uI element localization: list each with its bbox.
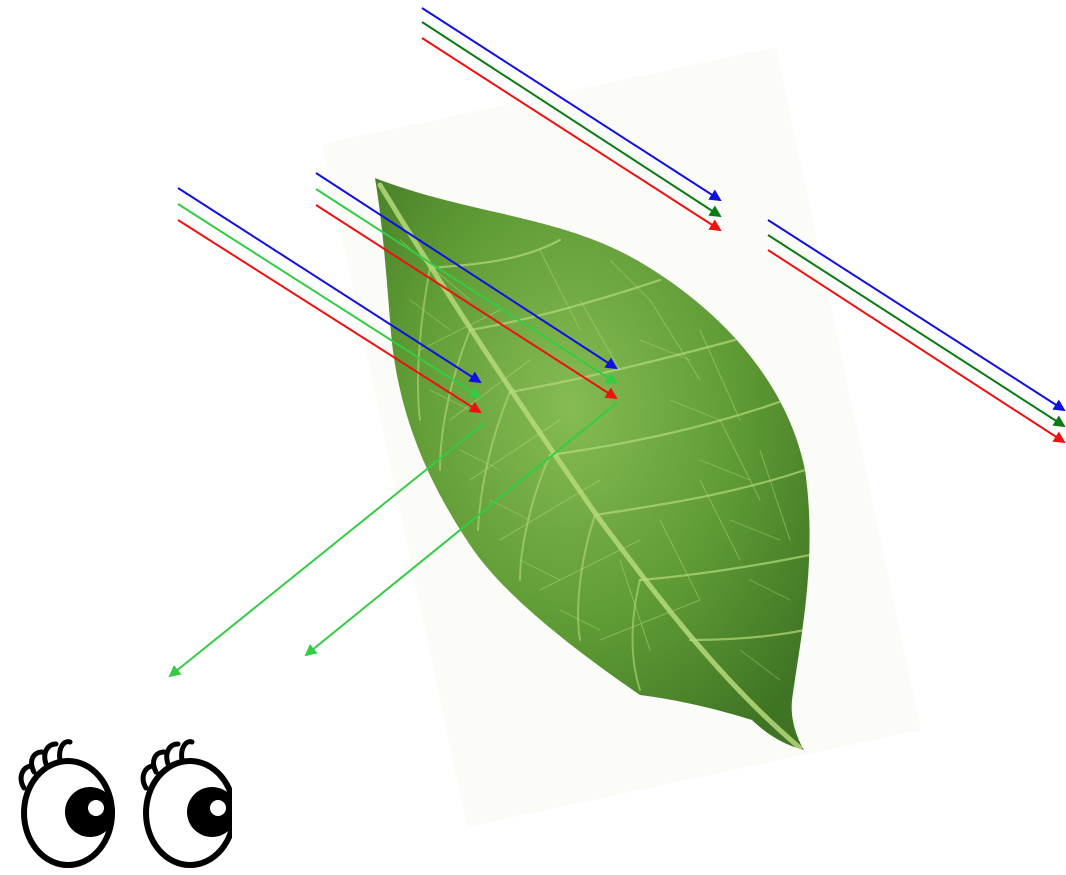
left-eye: [21, 742, 115, 865]
cartoon-eyes-icon: [21, 740, 272, 875]
right-eye: [143, 740, 272, 875]
